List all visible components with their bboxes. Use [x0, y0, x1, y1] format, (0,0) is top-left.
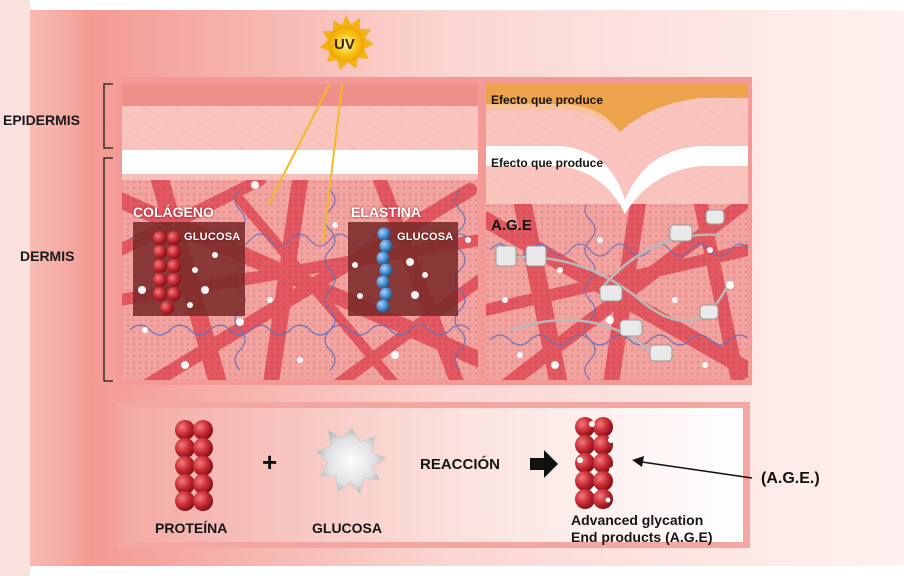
- effect-label-top: Efecto que produce: [491, 93, 604, 107]
- glucosa-bottom-label: GLUCOSA: [312, 520, 382, 536]
- glucosa-box-label-elastin: GLUCOSA: [397, 231, 454, 243]
- glucosa-box-label-collagen: GLUCOSA: [184, 231, 241, 243]
- age-definition-line2: End products (A.G.E): [571, 529, 713, 545]
- proteina-label: PROTEÍNA: [155, 520, 228, 536]
- age-definition-line1: Advanced glycation: [571, 512, 704, 528]
- elastina-label: ELASTINA: [351, 204, 421, 220]
- age-callout-label: (A.G.E.): [761, 470, 820, 487]
- reaccion-label: REACCIÓN: [420, 456, 501, 473]
- uv-label: UV: [334, 36, 355, 53]
- effect-label-middle: Efecto que produce: [491, 156, 604, 170]
- epidermis-label: EPIDERMIS: [3, 112, 81, 128]
- colageno-label: COLÁGENO: [133, 204, 214, 220]
- plus-sign: +: [262, 447, 278, 477]
- dermis-label: DERMIS: [20, 248, 75, 264]
- age-panel-label: A.G.E: [491, 217, 532, 234]
